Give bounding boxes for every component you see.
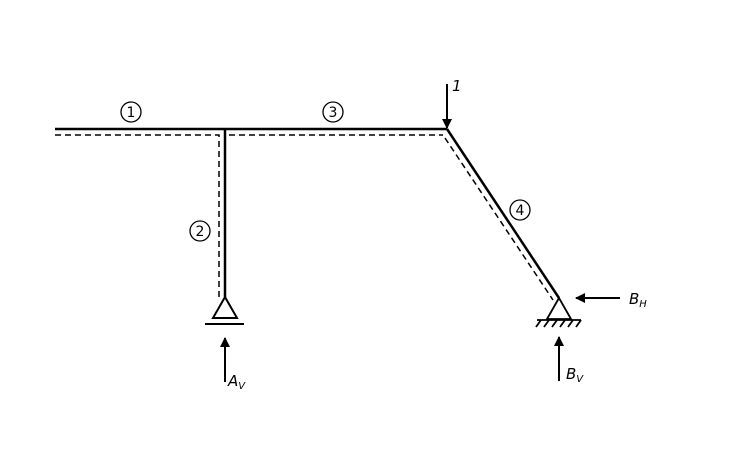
reaction-av-label: AV [227, 372, 246, 392]
load-label: 1 [452, 77, 462, 95]
fixed-pin-support-b [535, 296, 582, 328]
reaction-bh-label: BH [629, 290, 647, 310]
dashed-fiber-lines [55, 134, 554, 301]
member-1-label: 1 [127, 105, 136, 121]
member-4-label: 4 [516, 203, 525, 219]
member-3-label: 3 [329, 105, 338, 121]
member-2-label: 2 [196, 224, 205, 240]
member-label-circles [120, 101, 531, 242]
pin-support-a [205, 294, 244, 325]
inclined-member-4 [445, 128, 561, 299]
reaction-bv-label: BV [566, 365, 584, 385]
